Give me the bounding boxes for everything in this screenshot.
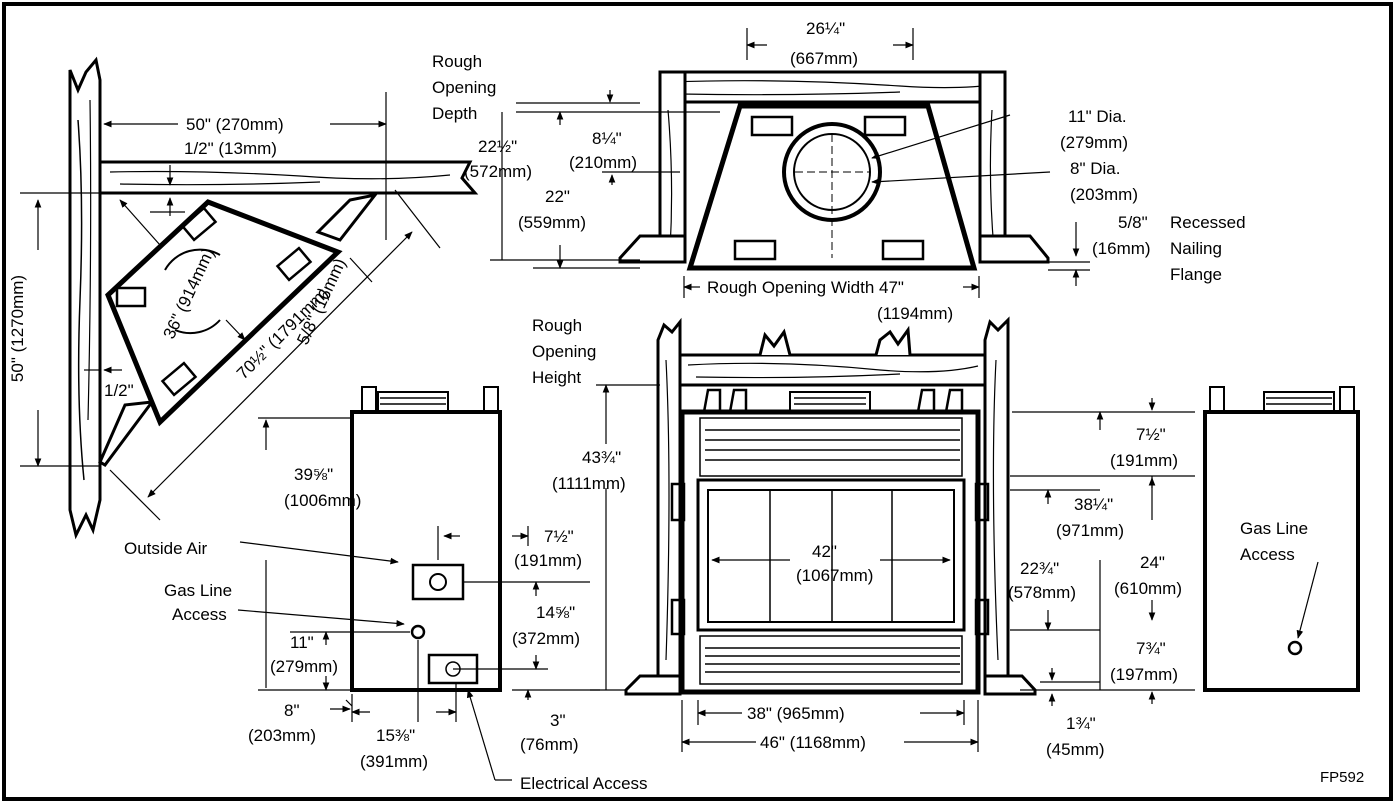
label-76mm: (76mm) — [520, 735, 579, 754]
label-recessed: Recessed — [1170, 213, 1246, 232]
label-578mm: (578mm) — [1008, 583, 1077, 602]
label-38-25: 38¼" — [1074, 495, 1114, 514]
label-559mm: (559mm) — [518, 213, 587, 232]
label-16mm-r: (16mm) — [1092, 239, 1151, 258]
label-1194mm: (1194mm) — [877, 304, 954, 323]
label-572mm: (572mm) — [464, 162, 533, 181]
plan-stud-left — [658, 70, 687, 264]
label-667mm: (667mm) — [790, 49, 859, 68]
label-22-5: 22½" — [478, 137, 518, 156]
label-opening: Opening — [432, 78, 497, 97]
label-24: 24" — [1140, 553, 1165, 572]
label-203mm-b: (203mm) — [248, 726, 317, 745]
label-43: 43¾" — [582, 448, 622, 467]
label-1006mm: (1006mm) — [284, 491, 362, 510]
label-gas-line: Gas Line — [164, 581, 233, 600]
side-view-left — [237, 386, 600, 781]
label-rough-opening-width: Rough Opening Width 47" — [707, 278, 904, 297]
label-22-75: 22¾" — [1020, 559, 1060, 578]
label-access-2: Access — [1240, 545, 1295, 564]
plan-flange-left — [618, 234, 687, 264]
label-8dia: 8" Dia. — [1070, 159, 1121, 178]
label-610mm: (610mm) — [1114, 579, 1183, 598]
label-971mm: (971mm) — [1056, 521, 1125, 540]
front-header — [678, 353, 987, 387]
label-45mm: (45mm) — [1046, 740, 1105, 759]
label-half: 1/2" — [104, 381, 134, 400]
gas-line-access-right — [1287, 640, 1303, 656]
label-372mm: (372mm) — [512, 629, 581, 648]
label-rough: Rough — [432, 52, 483, 71]
label-11: 11" — [290, 633, 314, 652]
label-fp592: FP592 — [1320, 769, 1365, 786]
label-279mm-a: (279mm) — [1060, 133, 1129, 152]
label-11dia: 11" Dia. — [1068, 107, 1127, 126]
label-1067mm: (1067mm) — [796, 566, 874, 585]
label-7-75: 7¾" — [1136, 639, 1166, 658]
corner-stud — [68, 56, 102, 540]
label-8: 8" — [284, 701, 300, 720]
label-half-13: 1/2" (13mm) — [184, 139, 277, 158]
label-197mm: (197mm) — [1110, 665, 1179, 684]
label-50-top: 50" (270mm) — [186, 115, 284, 134]
label-22: 22" — [545, 187, 570, 206]
label-191mm-b: (191mm) — [1110, 451, 1179, 470]
label-15: 15⅜" — [376, 726, 416, 745]
label-210mm: (210mm) — [569, 153, 638, 172]
label-opening-2: Opening — [532, 342, 597, 361]
corner-view — [20, 56, 479, 540]
label-191mm-a: (191mm) — [514, 551, 583, 570]
label-3: 3" — [550, 711, 566, 730]
label-279mm-b: (279mm) — [270, 657, 339, 676]
label-rough-2: Rough — [532, 316, 583, 335]
plan-flange-right — [978, 234, 1050, 264]
label-42: 42" — [812, 542, 837, 561]
gas-line-access-left — [410, 624, 426, 640]
label-39: 39⅝" — [294, 465, 334, 484]
label-391mm: (391mm) — [360, 752, 429, 771]
corner-brace-top — [315, 192, 379, 242]
label-1111mm: (1111mm) — [552, 474, 626, 493]
front-unit — [679, 409, 981, 695]
label-1-75: 1¾" — [1066, 714, 1096, 733]
label-nailing: Nailing — [1170, 239, 1222, 258]
label-50-side: 50" (1270mm) — [8, 274, 28, 383]
label-203mm-a: (203mm) — [1070, 185, 1139, 204]
label-7-5b: 7½" — [1136, 425, 1166, 444]
label-38: 38" (965mm) — [747, 704, 845, 723]
corner-brace-bottom — [98, 400, 156, 467]
label-depth: Depth — [432, 104, 478, 123]
label-gas-line-2: Gas Line — [1240, 519, 1309, 538]
side-view-right — [1203, 386, 1360, 692]
label-14: 14⅝" — [536, 603, 576, 622]
label-26-25: 26¼" — [806, 19, 846, 38]
label-46: 46" (1168mm) — [760, 733, 866, 752]
label-58-r: 5/8" — [1118, 213, 1148, 232]
label-access: Access — [172, 605, 227, 624]
front-view — [590, 316, 1195, 752]
label-outside-air: Outside Air — [124, 539, 208, 558]
label-electrical-access: Electrical Access — [520, 774, 648, 793]
plan-view — [490, 28, 1090, 298]
label-8-25: 8¼" — [592, 129, 622, 148]
label-height: Height — [532, 368, 582, 387]
label-7-5a: 7½" — [544, 527, 574, 546]
label-flange: Flange — [1170, 265, 1222, 284]
